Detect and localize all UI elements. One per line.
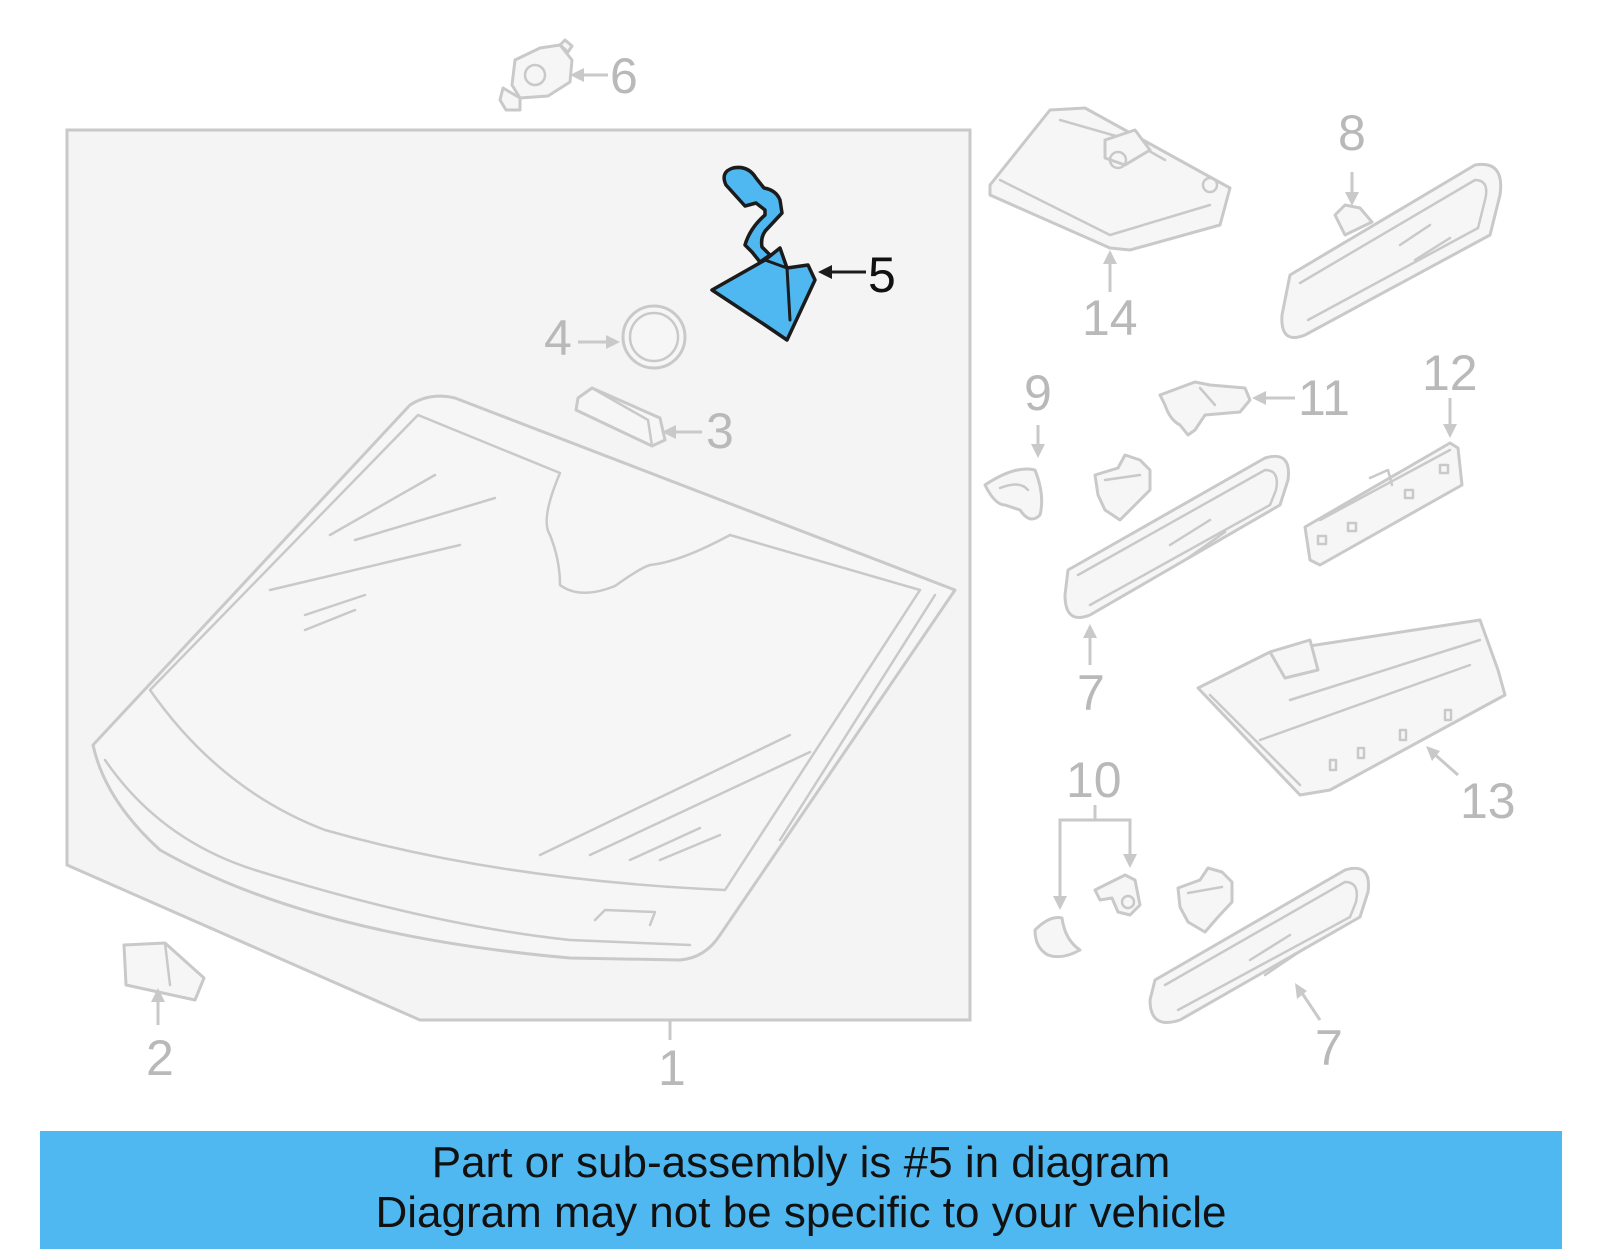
callout-1: 1 xyxy=(658,1040,686,1096)
part-2-bracket xyxy=(122,941,206,1025)
part-7-mirror-lower xyxy=(1148,866,1371,1024)
callout-7-lower: 7 xyxy=(1315,1020,1343,1076)
part-11-cover xyxy=(1158,380,1295,437)
part-8-mirror xyxy=(1280,162,1503,339)
callout-13: 13 xyxy=(1460,773,1516,829)
callout-7-upper: 7 xyxy=(1077,665,1105,721)
part-3-cover xyxy=(574,386,702,448)
part-7-mirror-upper xyxy=(1063,453,1291,665)
banner-line-2: Diagram may not be specific to your vehi… xyxy=(375,1188,1227,1237)
callout-5: 5 xyxy=(868,247,896,303)
banner-line-1: Part or sub-assembly is #5 in diagram xyxy=(431,1138,1171,1187)
info-banner: Part or sub-assembly is #5 in diagram Di… xyxy=(40,1131,1562,1249)
callout-12: 12 xyxy=(1422,345,1478,401)
part-14-console xyxy=(988,106,1232,292)
part-10-clips xyxy=(1033,805,1142,959)
callout-3: 3 xyxy=(706,403,734,459)
part-9-clip xyxy=(983,425,1045,521)
windshield-glass xyxy=(91,394,957,962)
part-6-sensor xyxy=(498,38,608,112)
part-4-grommet xyxy=(578,304,687,370)
part-13-bin xyxy=(1196,618,1507,797)
callout-2: 2 xyxy=(146,1030,174,1086)
callout-6: 6 xyxy=(610,48,638,104)
callout-11: 11 xyxy=(1298,370,1350,426)
callout-14: 14 xyxy=(1082,290,1138,346)
part-12-bracket xyxy=(1303,398,1464,567)
part-5-highlighted xyxy=(710,165,866,342)
callout-4: 4 xyxy=(544,310,572,366)
callout-10: 10 xyxy=(1066,752,1122,808)
callout-9: 9 xyxy=(1024,365,1052,421)
callout-8: 8 xyxy=(1338,105,1366,161)
